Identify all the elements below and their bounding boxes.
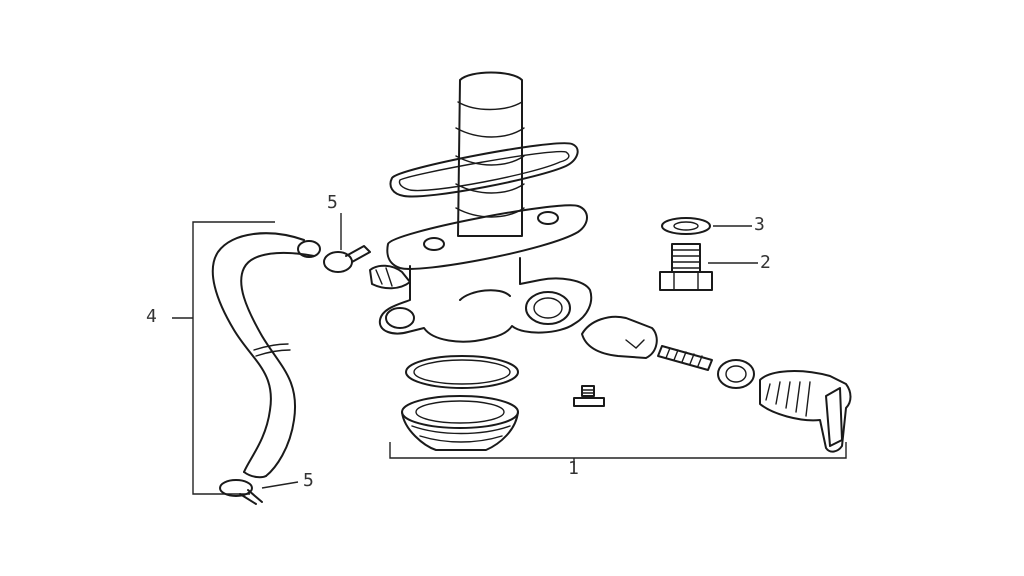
sediment-bowl	[401, 395, 519, 451]
leader-part-5-lower	[261, 481, 299, 489]
callout-part-4: 4	[146, 306, 157, 327]
valve-body	[369, 257, 593, 343]
callout-part-5-upper: 5	[327, 192, 338, 213]
tank-gasket	[389, 142, 579, 198]
callout-part-3: 3	[754, 214, 765, 235]
spring	[657, 345, 713, 371]
tank-gasket-inner	[398, 150, 570, 192]
valve-plug	[581, 315, 658, 359]
bracket-part-1	[389, 442, 847, 465]
washer	[661, 217, 711, 235]
callout-part-2: 2	[760, 252, 771, 273]
bowl-o-ring	[405, 355, 519, 389]
hose-clamp-upper	[323, 245, 371, 273]
lever-knob	[759, 370, 852, 453]
hose-clamp-lower	[219, 479, 263, 505]
fuel-hose	[211, 232, 321, 479]
callout-part-1: 1	[568, 458, 579, 479]
callout-part-5-lower: 5	[303, 470, 314, 491]
bracket-part-4	[172, 221, 275, 495]
valve-flange	[386, 204, 588, 270]
bolt	[659, 243, 713, 291]
drain-screw	[573, 385, 605, 407]
lever-o-ring	[717, 359, 755, 389]
